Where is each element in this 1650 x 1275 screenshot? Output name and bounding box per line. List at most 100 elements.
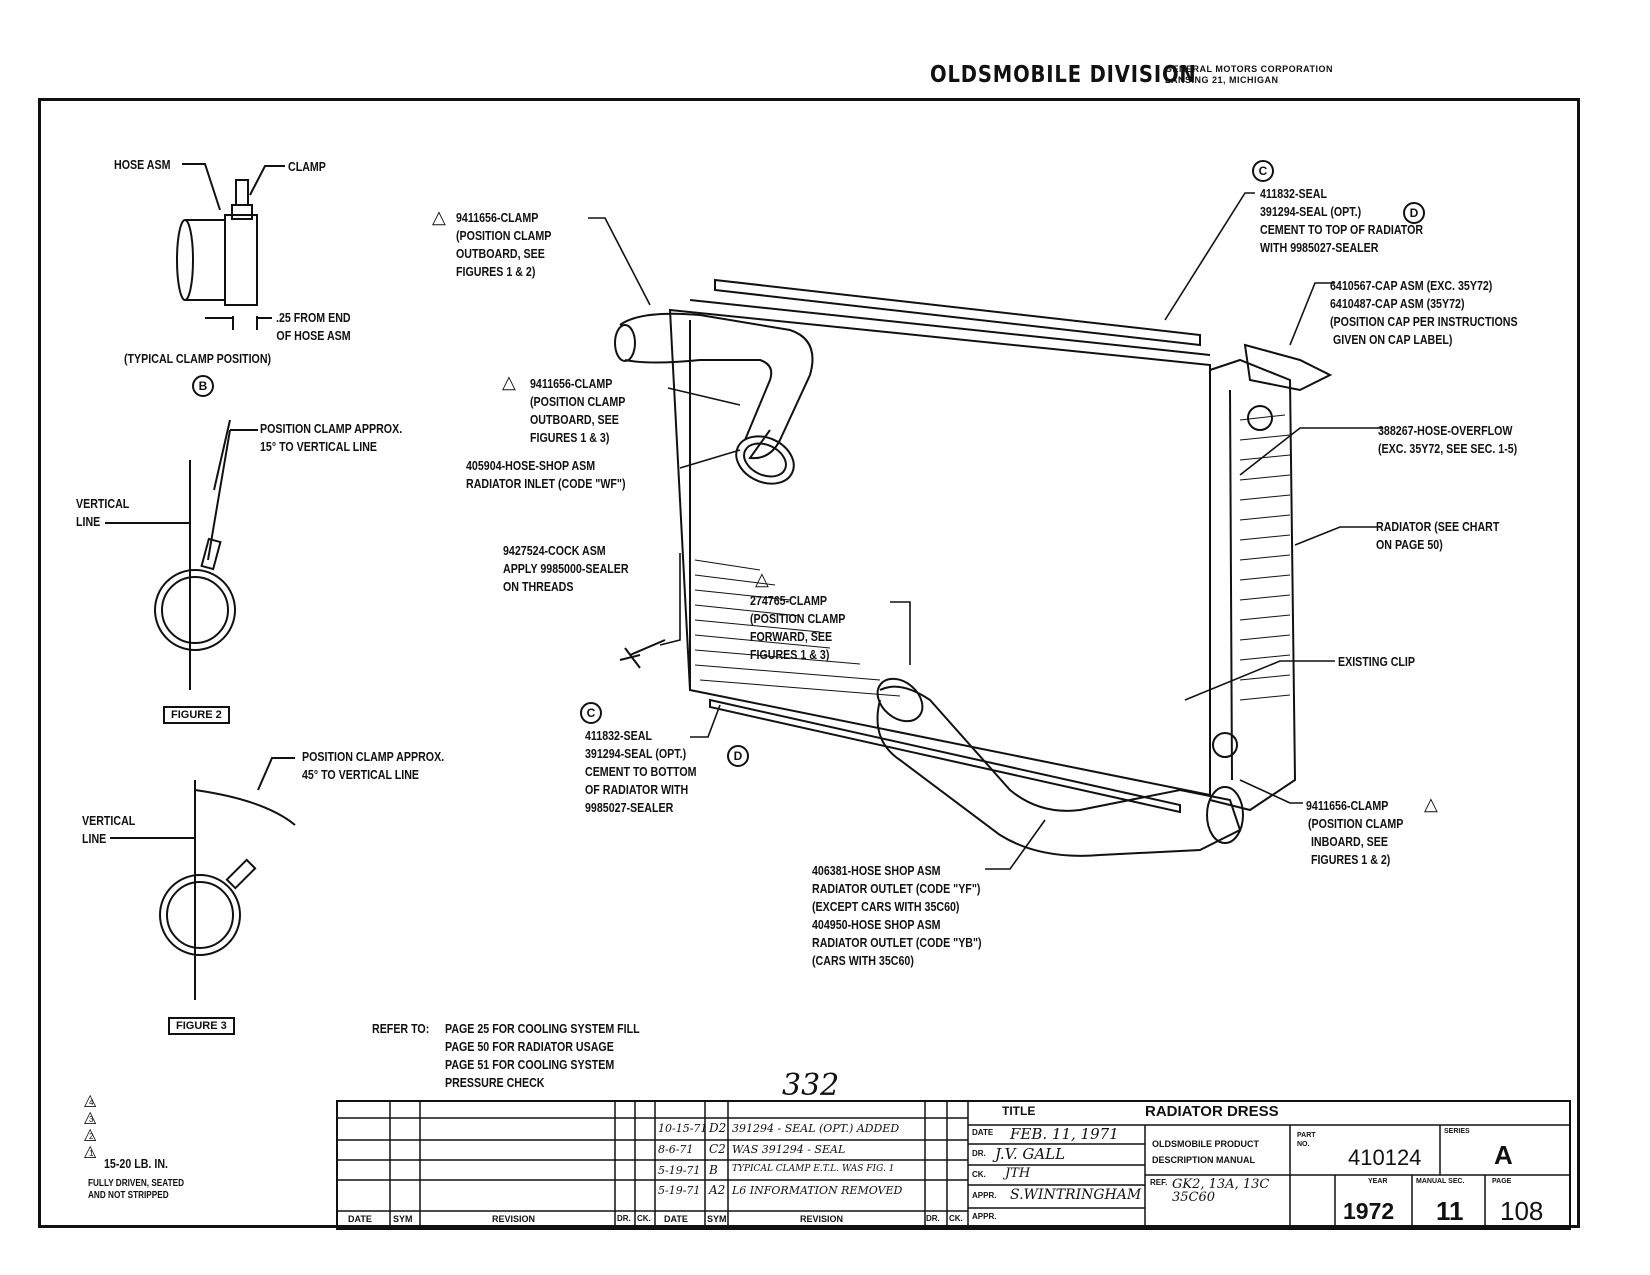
warning-triangle-icon: △ bbox=[432, 207, 446, 227]
triangle-note-1-number: 1 bbox=[89, 1149, 94, 1158]
corporation-address: GENERAL MOTORS CORPORATION LANSING 21, M… bbox=[1165, 64, 1333, 86]
corp-line-1: GENERAL MOTORS CORPORATION bbox=[1165, 64, 1334, 74]
rev-date: 5-19-71 bbox=[658, 1164, 701, 1177]
marker-b: B bbox=[192, 375, 214, 397]
drawing-border bbox=[38, 98, 1580, 1228]
col-sym-left: SYM bbox=[393, 1214, 413, 1224]
label-hose-asm: HOSE ASM bbox=[114, 157, 171, 172]
label-from-end: .25 FROM END OF HOSE ASM bbox=[276, 310, 351, 343]
note-triangles: △4 △3 △2 △1 bbox=[84, 1092, 96, 1160]
rev-sym: D2 bbox=[709, 1121, 727, 1135]
date-label: DATE bbox=[972, 1128, 994, 1137]
label-clamp-inboard-note: (POSITION CLAMP INBOARD, SEE FIGURES 1 &… bbox=[1308, 816, 1404, 867]
label-radiator: RADIATOR (SEE CHART ON PAGE 50) bbox=[1376, 519, 1500, 552]
appr-label: APPR. bbox=[972, 1191, 997, 1200]
dr-label: DR. bbox=[972, 1149, 986, 1158]
figure-3-art bbox=[110, 757, 296, 1000]
label-hose-overflow: 388267-HOSE-OVERFLOW (EXC. 35Y72, SEE SE… bbox=[1378, 423, 1518, 456]
col-date-right: DATE bbox=[664, 1214, 688, 1224]
label-clamp: CLAMP bbox=[288, 159, 326, 174]
title-block-grid bbox=[336, 1100, 1571, 1230]
triangle-note-3-number: 3 bbox=[89, 1115, 94, 1124]
product-line-2: DESCRIPTION MANUAL bbox=[1152, 1155, 1255, 1165]
leader-lines bbox=[588, 192, 1383, 870]
drawing-title: RADIATOR DRESS bbox=[1145, 1103, 1279, 1120]
rev-date: 8-6-71 bbox=[658, 1143, 694, 1156]
upper-hose-art bbox=[614, 312, 814, 485]
label-existing-clip: EXISTING CLIP bbox=[1338, 654, 1416, 669]
marker-c: C bbox=[1252, 160, 1274, 182]
label-typical-clamp-position: (TYPICAL CLAMP POSITION) bbox=[124, 351, 272, 366]
col-dr-right: DR. bbox=[926, 1214, 940, 1223]
label-vertical-line-1: VERTICAL LINE bbox=[76, 496, 130, 529]
series-label: SERIES bbox=[1444, 1128, 1470, 1135]
rev-sym: C2 bbox=[709, 1142, 726, 1156]
marker-d: D bbox=[1403, 202, 1425, 224]
label-cock-asm: 9427524-COCK ASM APPLY 9985000-SEALER ON… bbox=[503, 543, 629, 594]
label-hose-inlet: 405904-HOSE-SHOP ASM RADIATOR INLET (COD… bbox=[466, 458, 626, 491]
corp-line-2: LANSING 21, MICHIGAN bbox=[1165, 75, 1279, 85]
ck-label: CK. bbox=[972, 1170, 986, 1179]
label-hose-outlet: 406381-HOSE SHOP ASM RADIATOR OUTLET (CO… bbox=[812, 863, 982, 968]
approver-name: S.WINTRINGHAM bbox=[1010, 1187, 1142, 1203]
rev-text: WAS 391294 - SEAL bbox=[732, 1143, 846, 1156]
manual-sec-label: MANUAL SEC. bbox=[1416, 1178, 1465, 1185]
col-ck-right: CK. bbox=[949, 1214, 963, 1223]
part-number: 410124 bbox=[1348, 1145, 1422, 1170]
rev-text: TYPICAL CLAMP E.T.L. WAS FIG. 1 bbox=[732, 1164, 895, 1174]
page-label: PAGE bbox=[1492, 1178, 1512, 1185]
page-value: 108 bbox=[1500, 1196, 1544, 1226]
triangle-note-2-icon: △2 bbox=[84, 1126, 97, 1143]
lower-hose-art bbox=[876, 677, 1244, 857]
label-clamp-mid: 9411656-CLAMP (POSITION CLAMP OUTBOARD, … bbox=[530, 376, 626, 445]
warning-triangle-icon: △ bbox=[1424, 794, 1438, 814]
label-position-45: POSITION CLAMP APPROX. 45° TO VERTICAL L… bbox=[302, 749, 445, 782]
hose-clamp-detail bbox=[176, 163, 285, 330]
note-fully-driven: FULLY DRIVEN, SEATED AND NOT STRIPPED bbox=[88, 1178, 184, 1201]
label-refer-to: REFER TO: bbox=[372, 1021, 430, 1036]
col-revision-right: REVISION bbox=[800, 1214, 844, 1224]
triangle-note-2-number: 2 bbox=[89, 1132, 94, 1141]
col-ck-left: CK. bbox=[637, 1214, 651, 1223]
radiator-core-art bbox=[668, 278, 1333, 814]
rev-text: 391294 - SEAL (OPT.) ADDED bbox=[732, 1122, 900, 1135]
rev-sym: A2 bbox=[709, 1183, 726, 1197]
series-value: A bbox=[1494, 1140, 1513, 1170]
triangle-note-4-icon: △4 bbox=[84, 1092, 97, 1109]
rev-date: 10-15-71 bbox=[658, 1122, 708, 1135]
figure-3-label: FIGURE 3 bbox=[168, 1017, 235, 1035]
rev-text: L6 INFORMATION REMOVED bbox=[732, 1184, 903, 1197]
warning-triangle-icon: △ bbox=[755, 569, 769, 589]
label-vertical-line-2: VERTICAL LINE bbox=[82, 813, 136, 846]
handwritten-number: 332 bbox=[782, 1068, 840, 1103]
year-value: 1972 bbox=[1343, 1198, 1395, 1224]
triangle-note-1-icon: △1 bbox=[84, 1143, 97, 1160]
warning-triangle-icon: △ bbox=[502, 372, 516, 392]
note-torque: 15-20 LB. IN. bbox=[104, 1156, 168, 1171]
label-position-15: POSITION CLAMP APPROX. 15° TO VERTICAL L… bbox=[260, 421, 403, 454]
radiator-fins bbox=[694, 414, 1291, 701]
checker-name: JTH bbox=[1005, 1166, 1031, 1181]
ref-value: GK2, 13A, 13C 35C60 bbox=[1172, 1177, 1270, 1205]
drain-cock-art bbox=[619, 639, 666, 669]
appr2-label: APPR. bbox=[972, 1212, 997, 1221]
label-clamp-forward: 274765-CLAMP (POSITION CLAMP FORWARD, SE… bbox=[750, 593, 846, 662]
label-seal-bottom: 411832-SEAL 391294-SEAL (OPT.) CEMENT TO… bbox=[585, 728, 697, 815]
figure-2-art bbox=[105, 419, 258, 690]
label-seal-top: 411832-SEAL 391294-SEAL (OPT.) CEMENT TO… bbox=[1260, 186, 1424, 255]
title-label: TITLE bbox=[1002, 1104, 1036, 1118]
col-date-left: DATE bbox=[348, 1214, 372, 1224]
col-sym-right: SYM bbox=[707, 1214, 727, 1224]
part-no-label: PART NO. bbox=[1297, 1132, 1316, 1148]
rev-date: 5-19-71 bbox=[658, 1184, 701, 1197]
year-label: YEAR bbox=[1368, 1178, 1388, 1185]
label-refer-lines: PAGE 25 FOR COOLING SYSTEM FILL PAGE 50 … bbox=[445, 1021, 640, 1090]
drawing-date: FEB. 11, 1971 bbox=[1010, 1125, 1119, 1143]
triangle-note-3-icon: △3 bbox=[84, 1109, 97, 1126]
rev-sym: B bbox=[709, 1163, 718, 1177]
figure-2-label: FIGURE 2 bbox=[163, 706, 230, 724]
col-dr-left: DR. bbox=[617, 1214, 631, 1223]
division-title: OLDSMOBILE DIVISION bbox=[930, 62, 1197, 88]
label-clamp-top: 9411656-CLAMP (POSITION CLAMP OUTBOARD, … bbox=[456, 210, 552, 279]
